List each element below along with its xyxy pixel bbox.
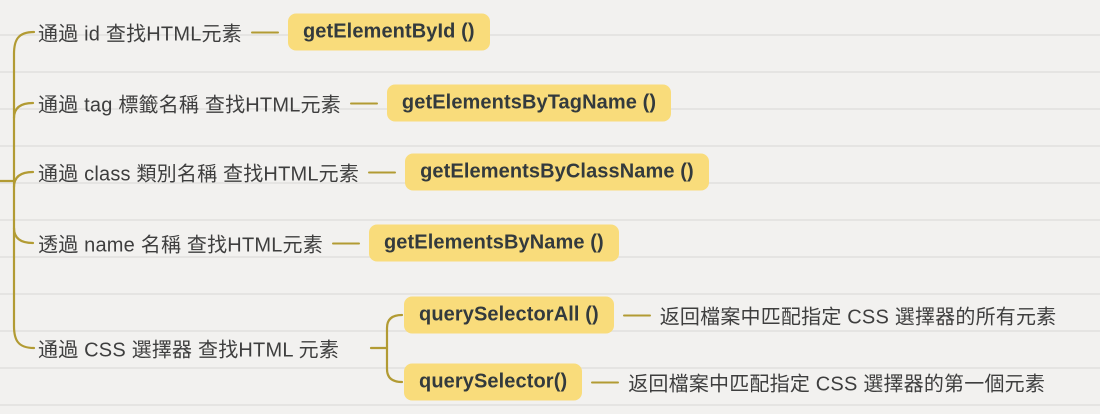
branch-4-elbow [12,226,35,245]
topic-label-class[interactable]: 通過 class 類別名稱 查找HTML元素 [38,163,360,186]
method-badge-queryselector[interactable]: querySelector() [404,363,583,401]
child-row-queryselectorall: querySelectorAll () 返回檔案中匹配指定 CSS 選擇器的所有… [404,296,1057,334]
branch-2-elbow [12,101,35,120]
topic-label-id[interactable]: 通過 id 查找HTML元素 [38,23,242,46]
method-badge-queryselectorall[interactable]: querySelectorAll () [404,296,614,334]
method-badge-getelementsbyname[interactable]: getElementsByName () [368,224,619,262]
branch-row-class: 通過 class 類別名稱 查找HTML元素 getElementsByClas… [38,153,709,191]
branch-connector [622,314,651,316]
branch-row-name: 透過 name 名稱 查找HTML元素 getElementsByName () [38,224,619,262]
method-badge-getelementsbytagname[interactable]: getElementsByTagName () [386,84,672,122]
child-row-queryselector: querySelector() 返回檔案中匹配指定 CSS 選擇器的第一個元素 [404,363,1046,401]
css-sub-brace [385,313,404,384]
branch-row-css-selector: 通過 CSS 選擇器 查找HTML 元素 [38,334,339,363]
topic-label-tag[interactable]: 通過 tag 標籤名稱 查找HTML元素 [38,94,341,117]
branch-connector [250,31,279,33]
branch-connector [591,381,620,383]
topic-label-css-selector[interactable]: 通過 CSS 選擇器 查找HTML 元素 [38,339,340,362]
description-queryselector[interactable]: 返回檔案中匹配指定 CSS 選擇器的第一個元素 [628,373,1046,396]
branch-3-elbow [12,170,35,189]
branch-connector [349,102,378,104]
branch-row-id: 通過 id 查找HTML元素 getElementById () [38,13,490,51]
method-badge-getelementsbyclassname[interactable]: getElementsByClassName () [405,153,709,191]
method-badge-getelementbyid[interactable]: getElementById () [287,13,490,51]
branch-connector [331,242,360,244]
branch-connector [368,171,397,173]
branch-row-tag: 通過 tag 標籤名稱 查找HTML元素 getElementsByTagNam… [38,84,672,122]
topic-label-name[interactable]: 透過 name 名稱 查找HTML元素 [38,234,323,257]
main-trunk-brace [12,30,36,350]
description-queryselectorall[interactable]: 返回檔案中匹配指定 CSS 選擇器的所有元素 [659,306,1057,329]
